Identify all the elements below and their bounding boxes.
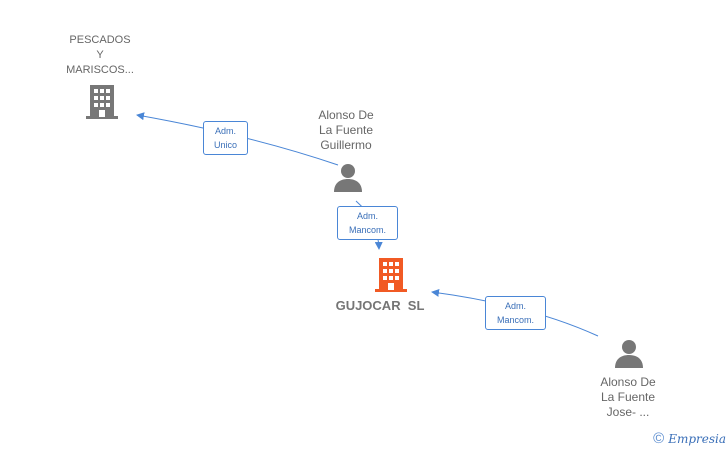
edge-label-adm-unico: Adm. Unico <box>203 121 248 155</box>
person-bottom-label[interactable]: Alonso De La Fuente Jose- ... <box>600 375 656 419</box>
edge-label-adm-mancom-top: Adm. Mancom. <box>337 206 398 240</box>
person-icon[interactable] <box>333 163 363 193</box>
company-secondary-label[interactable]: PESCADOS Y MARISCOS... <box>66 34 134 76</box>
company-main-label[interactable]: GUJOCAR SL <box>335 298 425 313</box>
brand-logo[interactable]: Empresia <box>668 432 726 446</box>
building-icon[interactable] <box>375 257 407 293</box>
watermark: © Empresia <box>653 431 726 447</box>
person-icon[interactable] <box>614 339 644 369</box>
copyright-icon: © <box>653 430 665 447</box>
building-icon[interactable] <box>86 84 118 120</box>
edge-label-adm-mancom-bottom: Adm. Mancom. <box>485 296 546 330</box>
person-top-label[interactable]: Alonso De La Fuente Guillermo <box>318 108 374 152</box>
